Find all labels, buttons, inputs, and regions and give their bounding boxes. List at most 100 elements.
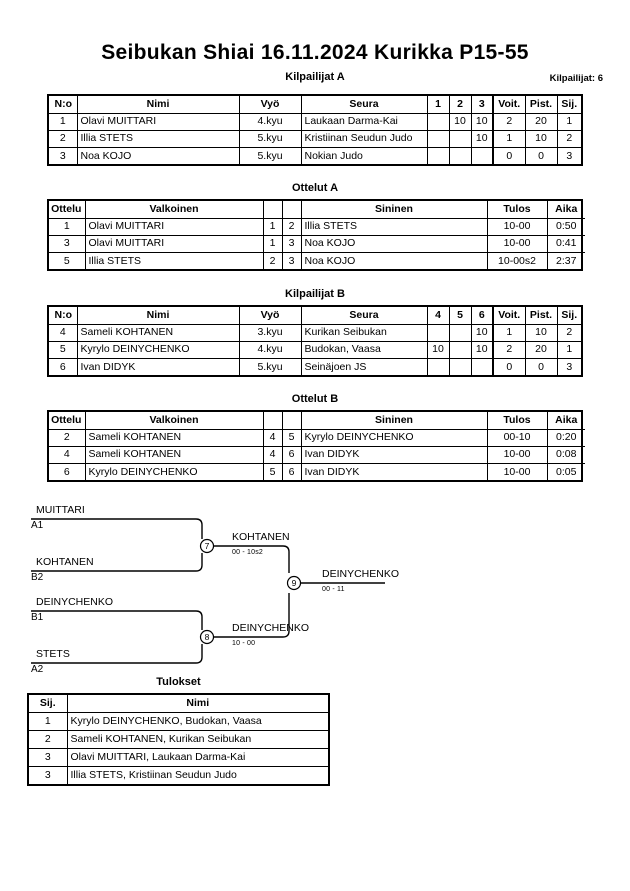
cell-white-no: 1 xyxy=(262,217,283,236)
col-white-no xyxy=(262,412,283,430)
cell-grade: 5.kyu xyxy=(238,357,302,375)
cell-name: Illia STETS, Kristiinan Seudun Judo xyxy=(66,765,328,784)
matches-b-caption: Ottelut B xyxy=(291,393,339,405)
col-wins: Voit. xyxy=(492,96,526,114)
table-row: 1 Olavi MUITTARI 1 2 Illia STETS 10-00 0… xyxy=(49,217,585,236)
cell-match-no: 5 xyxy=(49,251,86,269)
col-match-no: Ottelu xyxy=(49,412,86,430)
cell-rank: 2 xyxy=(556,323,581,342)
col-m6: 6 xyxy=(470,307,494,325)
pool-a-caption: Kilpailijat A xyxy=(285,71,345,83)
cell-time: 0:41 xyxy=(546,234,585,253)
cell-result: 00-10 xyxy=(486,428,548,447)
cell-time: 2:37 xyxy=(546,251,585,269)
cell-white-no: 4 xyxy=(262,428,283,447)
table-row: 5 Kyrylo DEINYCHENKO 4.kyu Budokan, Vaas… xyxy=(49,340,581,359)
col-m3: 3 xyxy=(470,96,494,114)
bracket-entry-name: DEINYCHENKO xyxy=(36,596,114,608)
cell-white-no: 4 xyxy=(262,445,283,464)
cell-grade: 4.kyu xyxy=(238,112,302,131)
col-time: Aika xyxy=(546,201,585,219)
table-row: 1 Kyrylo DEINYCHENKO, Budokan, Vaasa xyxy=(29,711,328,731)
cell-m5 xyxy=(448,340,472,359)
cell-grade: 4.kyu xyxy=(238,340,302,359)
cell-rank: 3 xyxy=(29,747,68,767)
cell-m1 xyxy=(426,146,450,164)
cell-blue: Illia STETS xyxy=(300,217,488,236)
table-row: 3 Illia STETS, Kristiinan Seudun Judo xyxy=(29,765,328,784)
cell-result: 10-00 xyxy=(486,217,548,236)
cell-white: Sameli KOHTANEN xyxy=(84,428,264,447)
col-name: Nimi xyxy=(66,695,328,713)
bracket-entry-seed: A2 xyxy=(31,664,44,675)
col-grade: Vyö xyxy=(238,96,302,114)
bracket-match-number: 8 xyxy=(204,632,210,642)
table-row: 2 Sameli KOHTANEN, Kurikan Seibukan xyxy=(29,729,328,749)
cell-blue-no: 2 xyxy=(281,217,302,236)
cell-m1 xyxy=(426,129,450,148)
cell-rank: 3 xyxy=(556,357,581,375)
matches-b-grid: Ottelu Valkoinen Sininen Tulos Aika 2 Sa… xyxy=(49,412,585,480)
bracket-match-score: 00 - 10s2 xyxy=(232,549,263,556)
cell-points: 0 xyxy=(524,357,558,375)
cell-blue-no: 5 xyxy=(281,428,302,447)
bracket-match-winner: KOHTANEN xyxy=(232,531,290,543)
cell-name: Kyrylo DEINYCHENKO xyxy=(76,340,240,359)
cell-match-no: 6 xyxy=(49,462,86,480)
cell-match-no: 2 xyxy=(49,428,86,447)
bracket-match-score: 00 - 11 xyxy=(322,586,345,593)
cell-m4 xyxy=(426,323,450,342)
cell-white-no: 5 xyxy=(262,462,283,480)
results-grid: Sij. Nimi 1 Kyrylo DEINYCHENKO, Budokan,… xyxy=(29,695,328,784)
cell-result: 10-00 xyxy=(486,234,548,253)
cell-name: Kyrylo DEINYCHENKO, Budokan, Vaasa xyxy=(66,711,328,731)
cell-m3: 10 xyxy=(470,129,494,148)
cell-result: 10-00 xyxy=(486,445,548,464)
entrant-count: Kilpailijat: 6 xyxy=(549,73,603,84)
bracket-entry-name: MUITTARI xyxy=(36,504,85,516)
cell-blue: Ivan DIDYK xyxy=(300,462,488,480)
matches-b-table: Ottelu Valkoinen Sininen Tulos Aika 2 Sa… xyxy=(47,410,585,482)
cell-m3: 10 xyxy=(470,112,494,131)
cell-m6 xyxy=(470,357,494,375)
cell-white: Olavi MUITTARI xyxy=(84,234,264,253)
cell-name: Sameli KOHTANEN xyxy=(76,323,240,342)
col-name: Nimi xyxy=(76,307,240,325)
col-points: Pist. xyxy=(524,307,558,325)
table-row: 4 Sameli KOHTANEN 3.kyu Kurikan Seibukan… xyxy=(49,323,581,342)
col-white: Valkoinen xyxy=(84,412,264,430)
cell-m6: 10 xyxy=(470,340,494,359)
cell-match-no: 1 xyxy=(49,217,86,236)
matches-a-table: Ottelu Valkoinen Sininen Tulos Aika 1 Ol… xyxy=(47,199,585,271)
cell-time: 0:20 xyxy=(546,428,585,447)
cell-wins: 2 xyxy=(492,112,526,131)
cell-name: Ivan DIDYK xyxy=(76,357,240,375)
table-row: 6 Kyrylo DEINYCHENKO 5 6 Ivan DIDYK 10-0… xyxy=(49,462,585,480)
cell-white-no: 2 xyxy=(262,251,283,269)
results-caption: Tulokset xyxy=(156,676,201,688)
col-m2: 2 xyxy=(448,96,472,114)
cell-name: Illia STETS xyxy=(76,129,240,148)
col-blue: Sininen xyxy=(300,412,488,430)
table-row: 2 Sameli KOHTANEN 4 5 Kyrylo DEINYCHENKO… xyxy=(49,428,585,447)
col-club: Seura xyxy=(300,307,428,325)
table-row: 3 Noa KOJO 5.kyu Nokian Judo 0 0 3 xyxy=(49,146,581,164)
cell-blue: Kyrylo DEINYCHENKO xyxy=(300,428,488,447)
table-row: 4 Sameli KOHTANEN 4 6 Ivan DIDYK 10-00 0… xyxy=(49,445,585,464)
cell-white-no: 1 xyxy=(262,234,283,253)
cell-no: 6 xyxy=(49,357,78,375)
pool-a-table: N:o Nimi Vyö Seura 1 2 3 Voit. Pist. Sij… xyxy=(47,94,583,166)
cell-no: 3 xyxy=(49,146,78,164)
col-blue-no xyxy=(281,412,302,430)
pool-b-table: N:o Nimi Vyö Seura 4 5 6 Voit. Pist. Sij… xyxy=(47,305,583,377)
cell-blue: Ivan DIDYK xyxy=(300,445,488,464)
bracket-lines xyxy=(31,518,385,664)
bracket-entry-seed: B2 xyxy=(31,572,44,583)
cell-no: 4 xyxy=(49,323,78,342)
table-row: 5 Illia STETS 2 3 Noa KOJO 10-00s2 2:37 xyxy=(49,251,585,269)
cell-white: Sameli KOHTANEN xyxy=(84,445,264,464)
matches-a-caption: Ottelut A xyxy=(291,182,339,194)
cell-grade: 5.kyu xyxy=(238,146,302,164)
cell-white: Kyrylo DEINYCHENKO xyxy=(84,462,264,480)
col-points: Pist. xyxy=(524,96,558,114)
